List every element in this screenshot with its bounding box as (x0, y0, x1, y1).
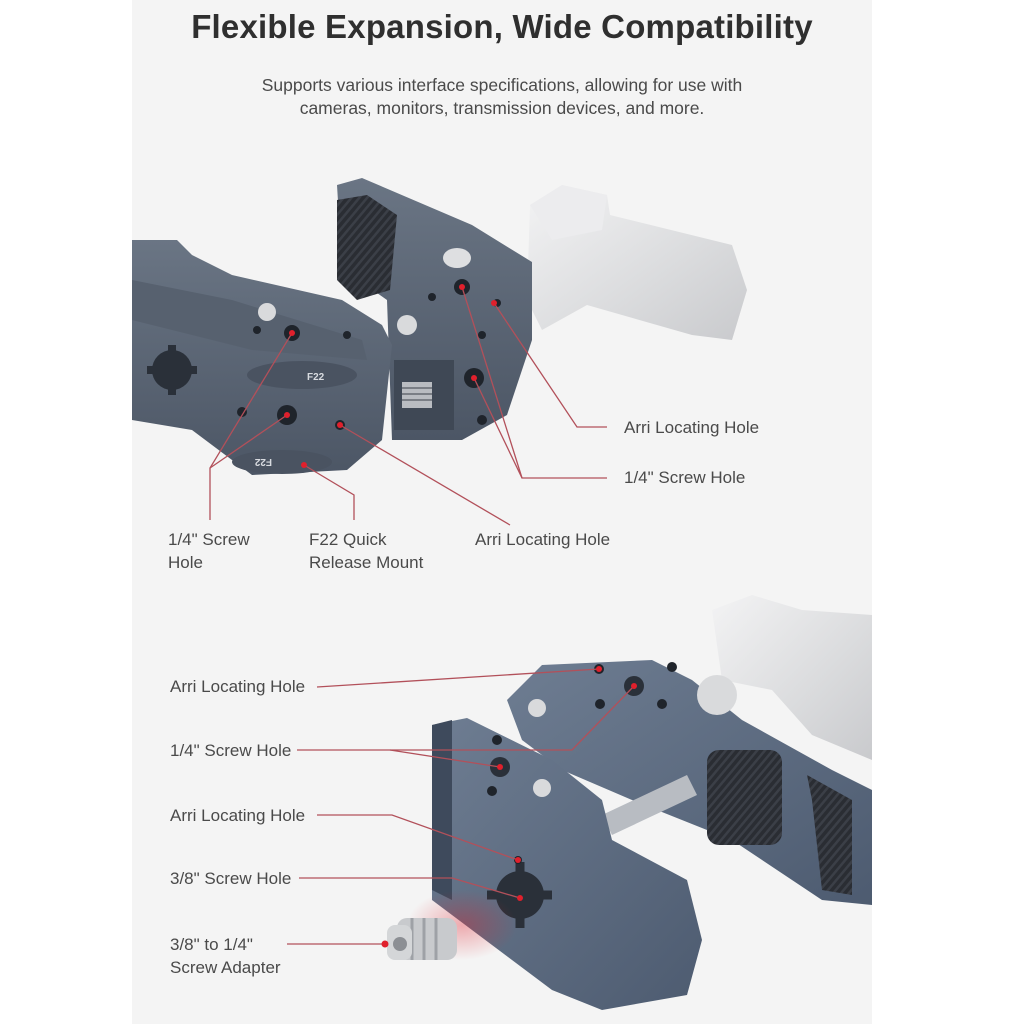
callout-screw-adapter: 3/8" to 1/4" Screw Adapter (170, 935, 281, 977)
upper-leader-lines (209, 286, 607, 526)
upper-clamp-image: F22 F22 (132, 178, 747, 526)
callout-f22-quick-release-mount: F22 Quick Release Mount (309, 530, 424, 572)
page-title: Flexible Expansion, Wide Compatibility (191, 8, 813, 45)
screw-adapter-image (387, 918, 457, 960)
lower-clamp-image (287, 595, 872, 1010)
callout-arri-locating-hole-side: Arri Locating Hole (170, 806, 306, 825)
callout-arri-locating-hole-bottom: Arri Locating Hole (475, 530, 611, 549)
callout-quarter-screw-hole-right: 1/4" Screw Hole (624, 468, 746, 487)
callout-arri-locating-hole-top: Arri Locating Hole (170, 677, 306, 696)
callout-three-eighths-screw-hole: 3/8" Screw Hole (170, 869, 292, 888)
callout-quarter-screw-hole-left: 1/4" Screw Hole (168, 530, 250, 572)
product-illustration: F22 F22 (132, 178, 872, 1010)
upper-callout-dots (284, 284, 497, 468)
lower-callout-dots (381, 666, 637, 948)
product-panel: Flexible Expansion, Wide Compatibility S… (132, 0, 872, 1024)
subtitle-line-2: cameras, monitors, transmission devices,… (299, 98, 705, 118)
lower-leader-lines (287, 668, 635, 945)
page-subtitle: Supports various interface specification… (132, 74, 872, 120)
f22-engraving-top: F22 (307, 372, 325, 383)
callout-arri-locating-hole-right: Arri Locating Hole (624, 418, 760, 437)
callout-quarter-screw-hole: 1/4" Screw Hole (170, 741, 292, 760)
subtitle-line-1: Supports various interface specification… (261, 75, 743, 95)
f22-engraving-bottom: F22 (254, 456, 272, 467)
